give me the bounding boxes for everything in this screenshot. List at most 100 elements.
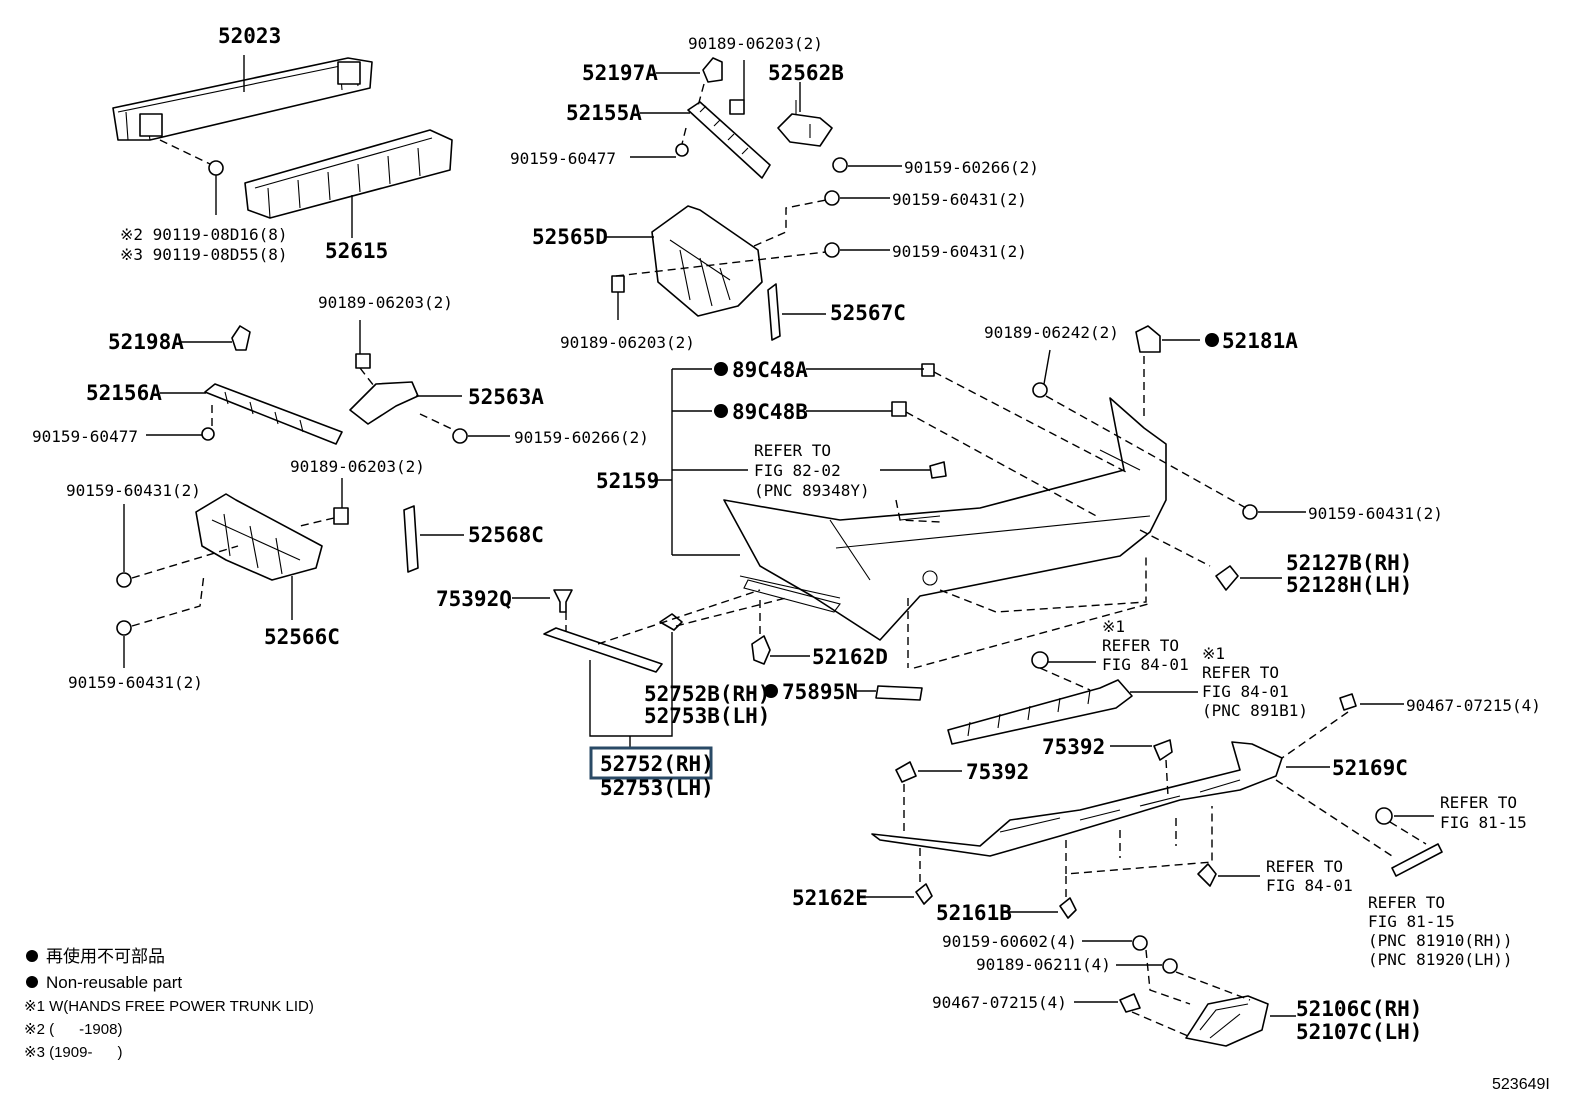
- label-90119-08D55[interactable]: ※3 90119-08D55(8): [120, 245, 288, 264]
- label-52198A[interactable]: 52198A: [108, 330, 184, 354]
- label-star1-a[interactable]: ※1: [1102, 617, 1125, 636]
- legend-note1: ※1 W(HANDS FREE POWER TRUNK LID): [24, 998, 314, 1015]
- label-75392Q[interactable]: 75392Q: [436, 587, 512, 611]
- legend-jp-nonreusable: 再使用不可部品: [46, 946, 165, 966]
- label-90159-60266-top[interactable]: 90159-60266(2): [904, 158, 1039, 177]
- label-90159-60431-c[interactable]: 90159-60431(2): [66, 481, 201, 500]
- label-refer-82-02-line1[interactable]: REFER TO: [754, 441, 831, 460]
- nonreusable-dot-89C48B: [714, 404, 728, 418]
- screw-90159-60266-left: [452, 428, 468, 444]
- label-52752B[interactable]: 52752B(RH): [644, 682, 770, 706]
- label-52169C[interactable]: 52169C: [1332, 756, 1408, 780]
- label-52162D[interactable]: 52162D: [812, 645, 888, 669]
- label-90159-60431-e[interactable]: 90159-60431(2): [1308, 504, 1443, 523]
- label-52128H[interactable]: 52128H(LH): [1286, 573, 1412, 597]
- label-52181A[interactable]: 52181A: [1222, 329, 1298, 353]
- label-90159-60602[interactable]: 90159-60602(4): [942, 932, 1077, 951]
- label-90159-60477-left[interactable]: 90159-60477: [32, 427, 138, 446]
- label-90159-60431-d[interactable]: 90159-60431(2): [68, 673, 203, 692]
- bracket-52563A: [349, 381, 419, 425]
- label-refer-84-01-a-line1[interactable]: REFER TO: [1102, 636, 1179, 655]
- clip-sensor: [1031, 651, 1049, 669]
- label-90159-60431-a[interactable]: 90159-60431(2): [892, 190, 1027, 209]
- label-refer-84-01-b-line1[interactable]: REFER TO: [1202, 663, 1279, 682]
- label-52162E[interactable]: 52162E: [792, 886, 868, 910]
- label-refer-84-01-b-line3[interactable]: (PNC 891B1): [1202, 701, 1308, 720]
- label-52023[interactable]: 52023: [218, 24, 281, 48]
- label-52567C[interactable]: 52567C: [830, 301, 906, 325]
- legend: 再使用不可部品 Non-reusable part ※1 W(HANDS FRE…: [24, 946, 314, 1061]
- label-90467-07215-bottom[interactable]: 90467-07215(4): [932, 993, 1067, 1012]
- label-52565D[interactable]: 52565D: [532, 225, 608, 249]
- label-52155A[interactable]: 52155A: [566, 101, 642, 125]
- label-90189-06203-mid[interactable]: 90189-06203(2): [560, 333, 695, 352]
- label-90189-06203-top[interactable]: 90189-06203(2): [688, 34, 823, 53]
- label-52197A[interactable]: 52197A: [582, 61, 658, 85]
- label-89C48B[interactable]: 89C48B: [732, 400, 808, 424]
- label-90159-60266-left[interactable]: 90159-60266(2): [514, 428, 649, 447]
- legend-dot-jp: [26, 950, 38, 962]
- label-refer-81-15-b-line2[interactable]: FIG 81-15: [1368, 912, 1455, 931]
- screw-90467-top: [1339, 693, 1357, 711]
- reflector-52568C: [403, 505, 419, 573]
- label-refer-81-15-b-line1[interactable]: REFER TO: [1368, 893, 1445, 912]
- label-90189-06203-left2[interactable]: 90189-06203(2): [290, 457, 425, 476]
- bolt-90119: [208, 160, 224, 188]
- label-refer-81-15-a-line1[interactable]: REFER TO: [1440, 793, 1517, 812]
- label-52127B[interactable]: 52127B(RH): [1286, 551, 1412, 575]
- label-90189-06242[interactable]: 90189-06242(2): [984, 323, 1119, 342]
- label-52753B[interactable]: 52753B(LH): [644, 704, 770, 728]
- label-90159-60431-b[interactable]: 90159-60431(2): [892, 242, 1027, 261]
- label-75895N[interactable]: 75895N: [782, 680, 858, 704]
- label-90159-60477-top[interactable]: 90159-60477: [510, 149, 616, 168]
- clip-84-01-c: [1197, 863, 1217, 887]
- label-90119-08D16[interactable]: ※2 90119-08D16(8): [120, 225, 288, 244]
- label-52161B[interactable]: 52161B: [936, 901, 1012, 925]
- screw-90159-60431-a: [824, 190, 840, 206]
- label-52106C[interactable]: 52106C(RH): [1296, 997, 1422, 1021]
- label-refer-81-15-b-line3[interactable]: (PNC 81910(RH)): [1368, 931, 1513, 950]
- clip-90189-left2: [333, 507, 349, 525]
- label-90189-06211[interactable]: 90189-06211(4): [976, 955, 1111, 974]
- label-refer-82-02-line2[interactable]: FIG 82-02: [754, 461, 841, 480]
- label-89C48A[interactable]: 89C48A: [732, 358, 808, 382]
- label-75392-a[interactable]: 75392: [1042, 735, 1105, 759]
- label-52566C[interactable]: 52566C: [264, 625, 340, 649]
- label-52752-selected[interactable]: 52752(RH): [600, 752, 714, 776]
- label-refer-84-01-c-line1[interactable]: REFER TO: [1266, 857, 1343, 876]
- legend-en-nonreusable: Non-reusable part: [46, 973, 182, 992]
- clip-52162E: [915, 883, 933, 905]
- label-52568C[interactable]: 52568C: [468, 523, 544, 547]
- bracket-52181A: [1135, 325, 1161, 353]
- label-52156A[interactable]: 52156A: [86, 381, 162, 405]
- label-refer-81-15-b-line4[interactable]: (PNC 81920(LH)): [1368, 950, 1513, 969]
- bracket-81-15-b: [1391, 843, 1443, 877]
- screw-90467-bottom: [1119, 993, 1141, 1013]
- label-refer-84-01-c-line2[interactable]: FIG 84-01: [1266, 876, 1353, 895]
- label-52159[interactable]: 52159: [596, 469, 659, 493]
- label-refer-82-02-line3[interactable]: (PNC 89348Y): [754, 481, 870, 500]
- callout-labels: 52023 ※2 90119-08D16(8) ※3 90119-08D55(8…: [32, 24, 1541, 1044]
- label-star1-b[interactable]: ※1: [1202, 644, 1225, 663]
- label-90467-07215-top[interactable]: 90467-07215(4): [1406, 696, 1541, 715]
- leader-lines: [123, 55, 1434, 1037]
- label-refer-84-01-a-line2[interactable]: FIG 84-01: [1102, 655, 1189, 674]
- clip-89C48A: [921, 363, 935, 377]
- label-90189-06203-left[interactable]: 90189-06203(2): [318, 293, 453, 312]
- selected-part-highlight: [589, 746, 713, 780]
- screw-90159-60431-e: [1242, 504, 1258, 520]
- cover-52106C: [1185, 995, 1269, 1047]
- nonreusable-dot-52181A: [1205, 333, 1219, 347]
- label-refer-84-01-b-line2[interactable]: FIG 84-01: [1202, 682, 1289, 701]
- label-52753[interactable]: 52753(LH): [600, 776, 714, 800]
- label-refer-81-15-a-line2[interactable]: FIG 81-15: [1440, 813, 1527, 832]
- bracket-52565D: [651, 205, 763, 317]
- label-52615[interactable]: 52615: [325, 239, 388, 263]
- label-75392-b[interactable]: 75392: [966, 760, 1029, 784]
- legend-note2: ※2 ( -1908): [24, 1021, 122, 1038]
- label-52562B[interactable]: 52562B: [768, 61, 844, 85]
- clip-52161B: [1059, 897, 1077, 919]
- label-52107C[interactable]: 52107C(LH): [1296, 1020, 1422, 1044]
- label-52563A[interactable]: 52563A: [468, 385, 544, 409]
- nonreusable-dot-75895N: [764, 684, 778, 698]
